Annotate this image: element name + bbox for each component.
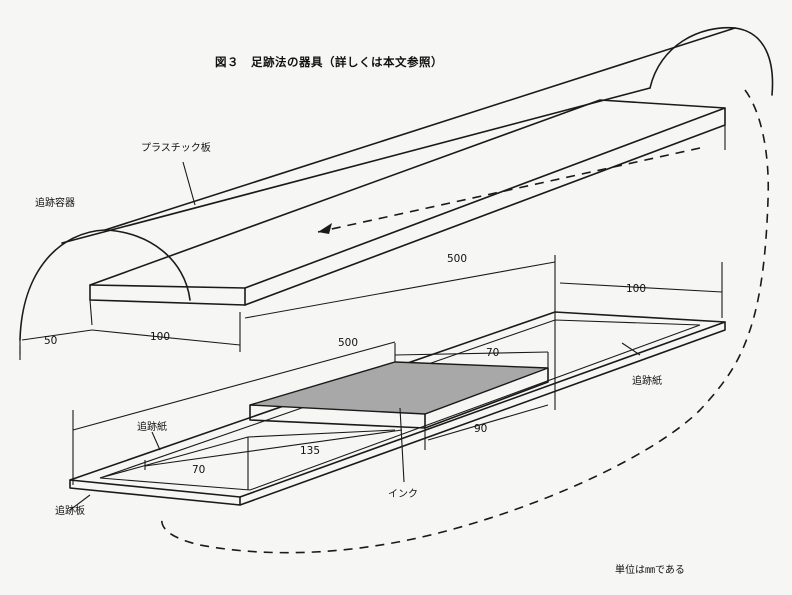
dim-135: 135	[300, 445, 320, 457]
board-leader	[69, 494, 91, 511]
label-paper-right: 追跡紙	[632, 374, 662, 387]
dim-90: 90	[474, 423, 487, 435]
dim-90-line	[427, 404, 549, 441]
dim-135-line	[144, 429, 403, 467]
dimension-50-100	[19, 312, 241, 360]
arrow-head-icon	[318, 223, 332, 234]
paper-right-leader	[621, 342, 641, 356]
plastic-plate-leader	[182, 161, 196, 206]
label-unit: 単位は㎜である	[615, 563, 685, 576]
label-ink: インク	[388, 488, 418, 500]
dim-50: 50	[44, 335, 57, 347]
dim-70-paper: 70	[192, 464, 205, 476]
dim-500-top-line	[244, 261, 556, 319]
plastic-plate	[89, 99, 726, 326]
dim-100-right: 100	[626, 283, 646, 295]
dim-500-long-line	[72, 341, 396, 431]
dim-500-top: 500	[447, 253, 467, 265]
label-plastic-plate: プラスチック板	[141, 141, 211, 154]
label-board: 追跡板	[55, 504, 85, 517]
direction-arrow	[317, 147, 701, 233]
dim-100-right-line	[559, 282, 723, 293]
figure-title: 図３ 足跡法の器具（詳しくは本文参照）	[215, 55, 443, 69]
dim-500-long: 500	[338, 337, 358, 349]
ink-pad	[249, 343, 549, 429]
tracking-container	[19, 26, 774, 355]
dim-70-ink: 70	[486, 347, 499, 359]
paper-left-leader	[151, 431, 161, 451]
ink-leader	[399, 407, 405, 483]
container-path	[161, 89, 770, 554]
label-paper-left: 追跡紙	[137, 420, 167, 433]
dim-100-bottom: 100	[150, 331, 170, 343]
label-container: 追跡容器	[35, 196, 75, 209]
